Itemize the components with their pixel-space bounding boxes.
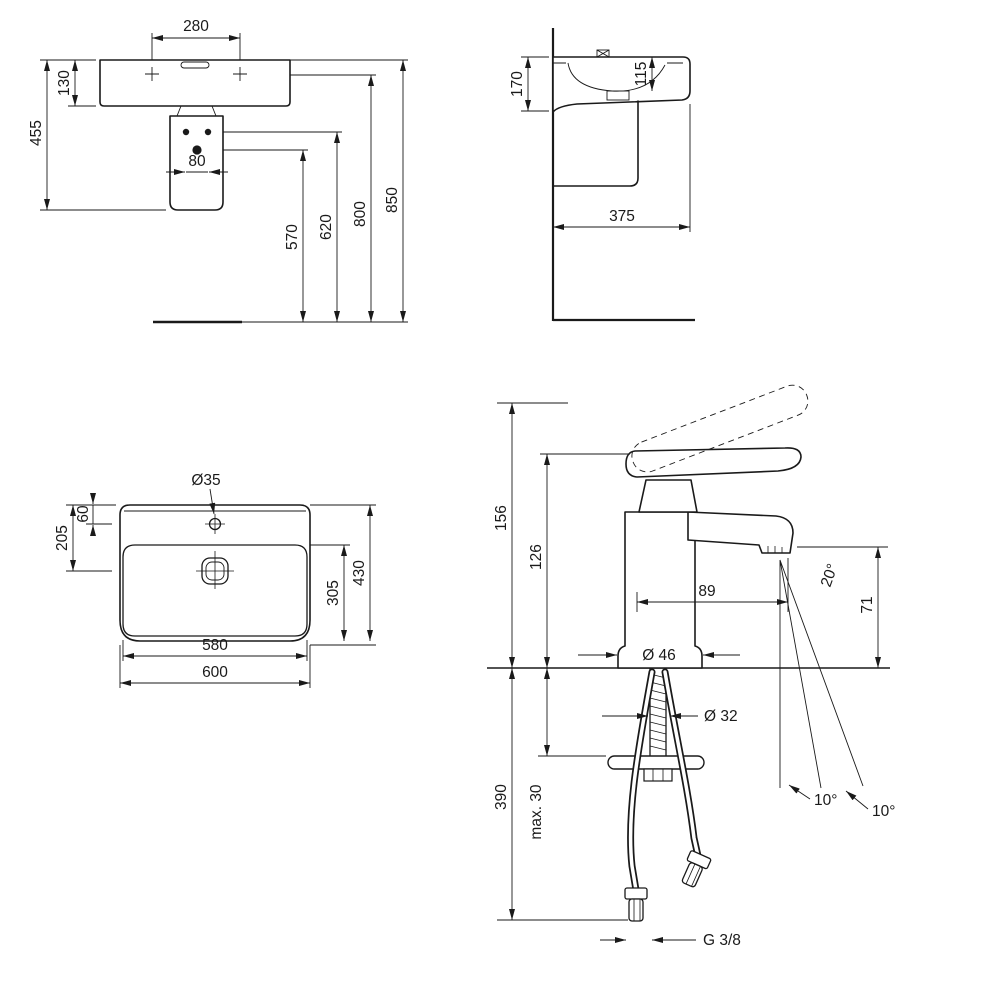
drain-crosshair (196, 551, 234, 589)
fixing-hole-right (204, 128, 212, 136)
lever-handle (625, 447, 802, 478)
dim-label-280: 280 (183, 18, 209, 35)
tap-hole-cross-marks (145, 67, 247, 81)
aerator-ticks (767, 546, 783, 553)
dim-label-850: 850 (384, 187, 401, 213)
extension-lines (66, 504, 376, 688)
supply-hose-left-core (628, 670, 654, 892)
pedestal-outline (169, 115, 224, 211)
connector-ferrule (624, 887, 648, 900)
tap-hole-section (596, 49, 610, 58)
dim-label-base-dia: Ø 46 (642, 647, 676, 664)
dim-label-thread: G 3/8 (703, 932, 741, 949)
dim-label-115: 115 (633, 62, 650, 87)
connector-nut-facets (685, 863, 701, 887)
faucet-spout (687, 511, 794, 554)
fixing-hole-left (182, 128, 190, 136)
basin-profile (552, 56, 691, 113)
lever-raised-outline (631, 384, 809, 473)
mounting-nut-facets (652, 769, 664, 781)
dim-label-shank-dia: Ø 32 (704, 708, 738, 725)
dim-label-60: 60 (75, 505, 92, 523)
extension-lines (521, 56, 691, 232)
dim-label-170: 170 (509, 71, 526, 97)
dim-label-580: 580 (202, 637, 228, 654)
dim-label-305: 305 (325, 580, 342, 606)
dim-label-130: 130 (56, 70, 73, 96)
mounting-nut (643, 768, 673, 782)
dim-label-tap-hole-dia: Ø35 (191, 472, 220, 489)
dim-label-800: 800 (352, 201, 369, 227)
leader-tap-hole-dia (209, 488, 216, 515)
supply-hose-right-core (663, 670, 700, 858)
dim-label-156: 156 (493, 505, 510, 531)
dim-label-455: 455 (28, 120, 45, 146)
hose-connector-left (624, 887, 648, 922)
overflow-slot (180, 61, 210, 69)
mounting-washer (607, 755, 705, 770)
tap-hole-hatch (596, 49, 610, 58)
faucet-body (617, 511, 703, 669)
connector-nut (628, 898, 644, 922)
basin-outline (99, 59, 291, 107)
shank-thread-hatch (649, 673, 667, 751)
basin-side-view: 170 115 375 (509, 28, 695, 322)
dim-label-126: 126 (528, 544, 545, 570)
dim-label-375: 375 (609, 208, 635, 225)
drain-flange (606, 90, 630, 101)
hose-connector-right (681, 850, 712, 888)
leader-swivel-2 (845, 790, 869, 810)
dim-label-205: 205 (54, 525, 71, 551)
basin-plan-view: Ø35 60 205 305 430 580 600 (54, 472, 376, 688)
dim-label-swivel-1: 10° (814, 792, 837, 809)
tap-hole-crosshair (205, 514, 225, 534)
spray-angle-lines (779, 559, 864, 789)
dim-label-spout-angle: 20° (818, 562, 842, 590)
dim-label-89: 89 (698, 583, 715, 600)
basin-front-view: 280 130 455 80 570 620 800 850 (28, 18, 408, 324)
shroud-profile (552, 100, 639, 187)
bowl-outline (122, 544, 308, 637)
cartridge-neck (638, 479, 698, 513)
dim-label-swivel-2: 10° (872, 803, 895, 820)
dim-label-620: 620 (318, 214, 335, 240)
dim-label-600: 600 (202, 664, 228, 681)
dim-label-570: 570 (284, 224, 301, 250)
dim-label-390: 390 (493, 784, 510, 810)
lever-handle-raised (631, 384, 809, 473)
dim-label-430: 430 (351, 560, 368, 586)
connector-nut-facets (633, 899, 641, 921)
dim-label-71: 71 (859, 596, 876, 613)
trap-neck (176, 105, 217, 117)
drain-hole (192, 145, 202, 155)
dim-label-max30: max. 30 (528, 784, 545, 840)
leader-swivel-1 (788, 784, 811, 800)
dim-label-80: 80 (188, 153, 206, 170)
faucet-side-view: 156 126 89 20° 71 Ø 46 Ø 32 390 max. 30 … (487, 384, 895, 949)
